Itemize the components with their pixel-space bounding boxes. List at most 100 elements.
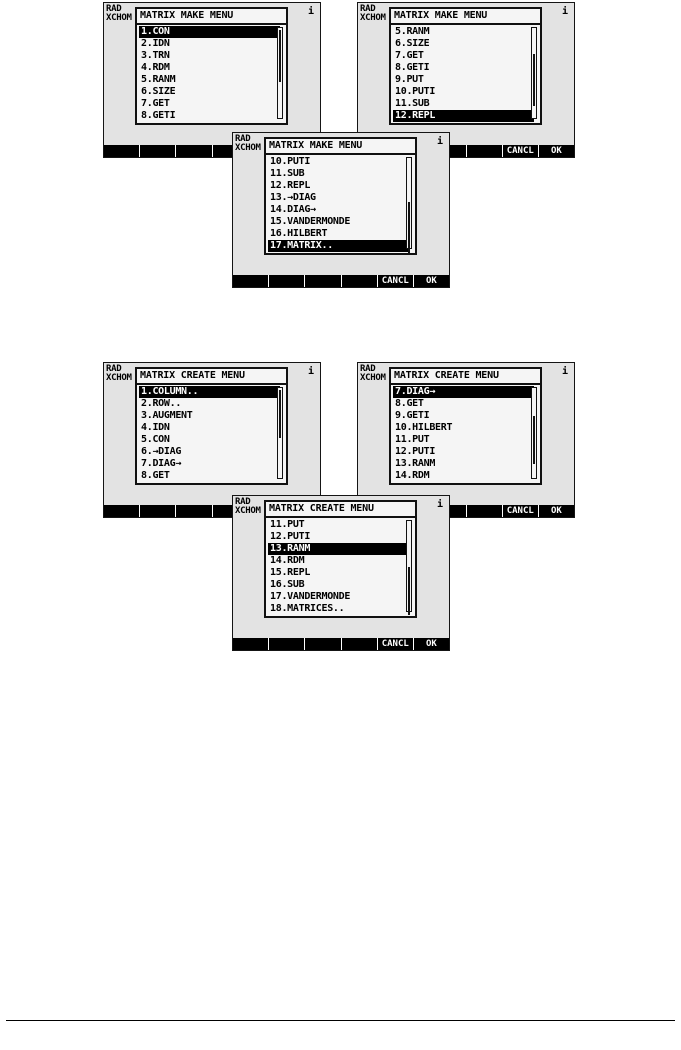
menu-item[interactable]: 7.GET [141,98,170,109]
softkey-4[interactable] [465,145,502,157]
menu-list: 1.COLUMN.. 2.ROW.. 3.AUGMENT 4.IDN 5.CON… [139,386,280,482]
scrollbar[interactable] [277,27,283,119]
ok-softkey[interactable]: OK [537,145,574,157]
menu-item[interactable]: 11.SUB [270,168,305,179]
scrollbar[interactable] [277,387,283,479]
softkey-1[interactable] [104,145,139,157]
menu-item[interactable]: 9.PUT [395,74,424,85]
scroll-thumb[interactable] [279,30,281,82]
menu-item[interactable]: 11.PUT [395,434,430,445]
menu-item[interactable]: 8.GETI [395,62,430,73]
coord-mode-label: XCHOM [106,13,132,23]
softkey-2[interactable] [268,638,304,650]
scroll-thumb[interactable] [533,54,535,106]
menu-item[interactable]: 14.DIAG→ [270,204,316,215]
dialog-title: MATRIX CREATE MENU [269,503,374,514]
cancel-softkey[interactable]: CANCL [376,638,413,650]
menu-item[interactable]: 13.→DIAG [270,192,316,203]
menu-item[interactable]: 16.HILBERT [270,228,328,239]
softkey-4[interactable] [211,145,248,157]
menu-item[interactable]: 18.MATRICES.. [270,603,345,614]
menu-item[interactable]: 12.REPL [270,180,311,191]
menu-item[interactable]: 5.RANM [395,26,430,37]
scroll-thumb[interactable] [279,390,281,438]
menu-item[interactable]: 7.DIAG→ [141,458,182,469]
menu-item[interactable]: 15.REPL [270,567,311,578]
softkey-3[interactable] [175,145,211,157]
menu-item[interactable]: 1.CON [139,26,280,38]
menu-item[interactable]: 2.ROW.. [141,398,182,409]
softkey-1[interactable] [104,505,139,517]
softkey-4[interactable] [340,638,377,650]
menu-item[interactable]: 8.GETI [141,110,176,121]
cancel-softkey[interactable]: CANCL [501,145,538,157]
scrollbar[interactable] [406,157,412,254]
menu-item[interactable]: 10.HILBERT [395,422,453,433]
menu-item[interactable]: 4.IDN [141,422,170,433]
angle-mode-label: RAD [235,497,251,507]
softkey-1[interactable] [233,275,268,287]
softkey-3[interactable] [304,638,340,650]
menu-item[interactable]: 11.SUB [395,98,430,109]
menu-list: 11.PUT 12.PUTI 13.RANM 14.RDM 15.REPL 16… [268,519,409,615]
menu-item[interactable]: 12.PUTI [395,446,436,457]
page-footer-rule [6,1020,675,1021]
menu-item[interactable]: 13.RANM [268,543,409,555]
menu-item[interactable]: 14.RDM [395,470,430,481]
softkey-4[interactable] [211,505,248,517]
info-icon: i [307,366,314,377]
scrollbar[interactable] [406,520,412,615]
menu-item[interactable]: 5.CON [141,434,170,445]
cancel-softkey[interactable]: CANCL [376,275,413,287]
angle-mode-label: RAD [235,134,251,144]
menu-item[interactable]: 10.PUTI [395,86,436,97]
menu-item[interactable]: 8.GET [395,398,424,409]
softkey-3[interactable] [304,275,340,287]
scroll-thumb[interactable] [408,202,410,254]
softkey-4[interactable] [340,275,377,287]
menu-item[interactable]: 2.IDN [141,38,170,49]
menu-item[interactable]: 6.→DIAG [141,446,182,457]
softkey-3[interactable] [175,505,211,517]
menu-item[interactable]: 17.VANDERMONDE [270,591,351,602]
menu-item[interactable]: 5.RANM [141,74,176,85]
scrollbar[interactable] [531,387,537,479]
menu-item[interactable]: 13.RANM [395,458,436,469]
menu-item[interactable]: 8.GET [141,470,170,481]
menu-item[interactable]: 4.RDM [141,62,170,73]
softkey-4[interactable] [465,505,502,517]
menu-item[interactable]: 7.GET [395,50,424,61]
menu-item[interactable]: 12.REPL [393,110,534,122]
coord-mode-label: XCHOM [235,143,261,153]
menu-item[interactable]: 12.PUTI [270,531,311,542]
menu-item[interactable]: 15.VANDERMONDE [270,216,351,227]
scrollbar[interactable] [531,27,537,119]
menu-item[interactable]: 16.SUB [270,579,305,590]
softkey-2[interactable] [268,275,304,287]
softkey-bar: CANCL OK [233,275,449,287]
menu-item[interactable]: 17.MATRIX.. [268,240,409,252]
softkey-2[interactable] [139,145,175,157]
cancel-softkey[interactable]: CANCL [501,505,538,517]
menu-item[interactable]: 14.RDM [270,555,305,566]
softkey-2[interactable] [139,505,175,517]
menu-item[interactable]: 9.GETI [395,410,430,421]
menu-item[interactable]: 11.PUT [270,519,305,530]
menu-item[interactable]: 7.DIAG→ [393,386,534,398]
softkey-1[interactable] [233,638,268,650]
menu-item[interactable]: 3.AUGMENT [141,410,193,421]
info-icon: i [436,136,443,147]
menu-item[interactable]: 3.TRN [141,50,170,61]
title-divider [137,383,286,385]
menu-item[interactable]: 10.PUTI [270,156,311,167]
scroll-thumb[interactable] [533,416,535,464]
ok-softkey[interactable]: OK [412,275,449,287]
menu-item[interactable]: 6.SIZE [395,38,430,49]
menu-item[interactable]: 6.SIZE [141,86,176,97]
dialog-title: MATRIX MAKE MENU [394,10,488,21]
ok-softkey[interactable]: OK [412,638,449,650]
menu-item[interactable]: 1.COLUMN.. [139,386,280,398]
scroll-thumb[interactable] [408,567,410,615]
ok-softkey[interactable]: OK [537,505,574,517]
